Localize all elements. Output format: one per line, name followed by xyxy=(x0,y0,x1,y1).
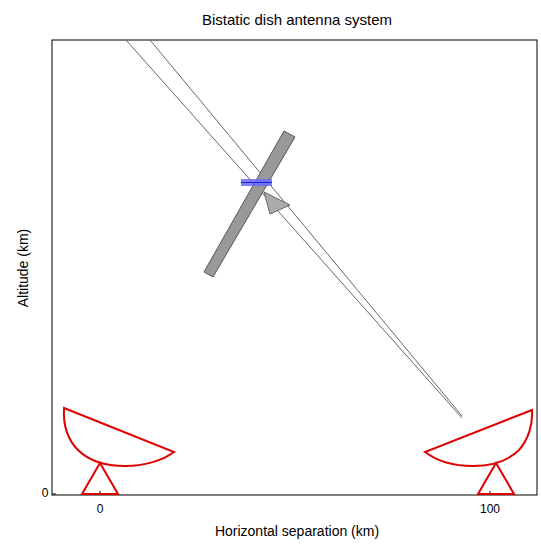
beam-line xyxy=(150,40,462,416)
dish-antenna xyxy=(64,408,174,466)
y-axis-label: Altitude (km) xyxy=(16,229,31,308)
target-bar xyxy=(204,131,295,277)
intersection-marker xyxy=(241,179,272,186)
dish-stand xyxy=(478,463,514,494)
y-tick xyxy=(52,494,56,495)
target-wedge xyxy=(264,192,290,214)
tick-label: 0 xyxy=(97,503,104,516)
axes-frame xyxy=(52,40,537,495)
tick-label: 100 xyxy=(480,503,500,516)
intersection-marker xyxy=(241,182,272,183)
x-axis-label: Horizontal separation (km) xyxy=(215,524,379,539)
chart-title: Bistatic dish antenna system xyxy=(202,12,392,29)
tick-label: 0 xyxy=(42,487,49,500)
beam-line xyxy=(126,40,462,418)
dish-stand xyxy=(82,463,118,494)
dish-antenna xyxy=(425,410,532,466)
